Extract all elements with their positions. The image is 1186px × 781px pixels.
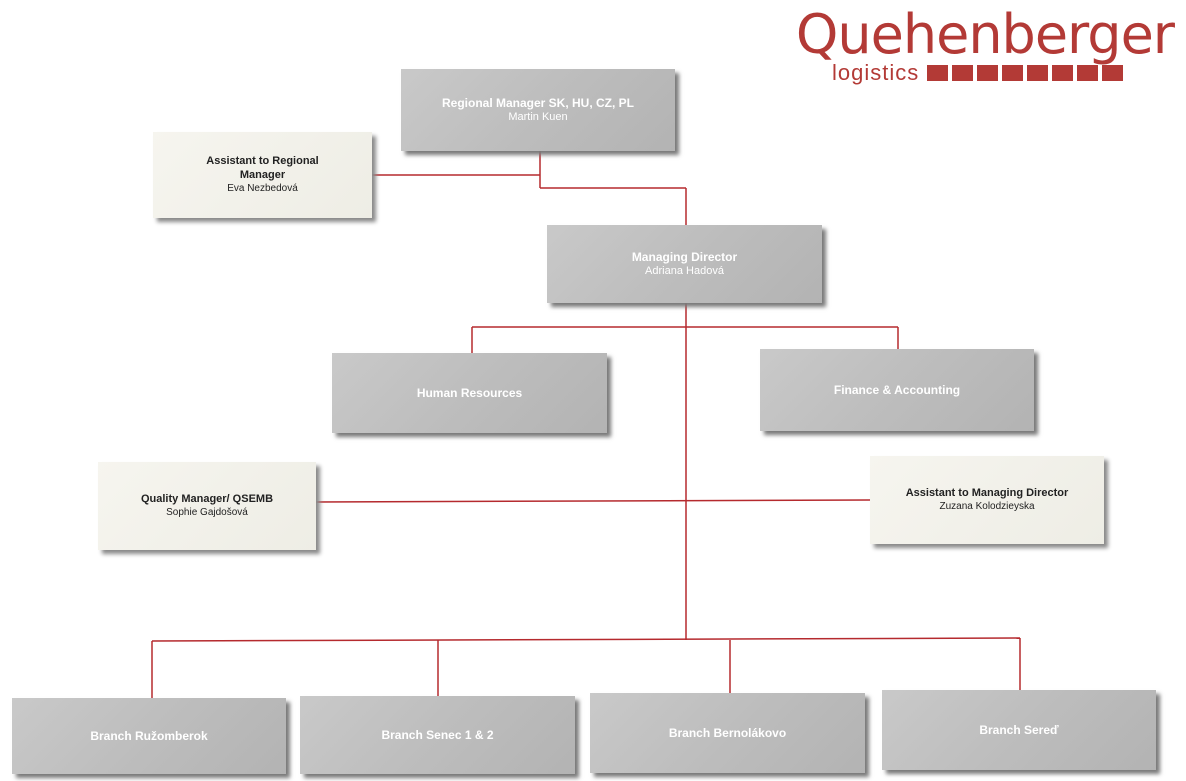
node-managing-director: Managing Director Adriana Hadová — [547, 225, 822, 303]
node-title: Assistant to Regional Manager — [206, 155, 319, 181]
logo-blocks — [927, 65, 1127, 81]
node-title: Managing Director — [631, 249, 738, 264]
logo-tagline-row: logistics — [832, 62, 1127, 84]
node-title: Branch Ružomberok — [90, 728, 208, 743]
node-title: Branch Senec 1 & 2 — [381, 727, 494, 742]
node-person: Martin Kuen — [508, 110, 568, 123]
node-title: Human Resources — [416, 385, 523, 400]
node-branch-ruzomberok: Branch Ružomberok — [12, 698, 286, 774]
node-title: Quality Manager/ QSEMB — [140, 492, 274, 505]
node-person: Sophie Gajdošová — [166, 506, 248, 518]
company-logo: Quehenberger logistics — [796, 8, 1175, 88]
node-branch-sered: Branch Sereď — [882, 690, 1156, 770]
connector-staff-bar — [315, 499, 871, 503]
node-title: Branch Sereď — [979, 722, 1059, 737]
connector-branch-bar — [151, 637, 1021, 642]
node-person: Eva Nezbedová — [227, 182, 298, 194]
node-human-resources: Human Resources — [332, 353, 607, 433]
node-title: Finance & Accounting — [833, 382, 961, 397]
logo-wordmark: Quehenberger — [795, 3, 1175, 66]
node-title: Branch Bernolákovo — [668, 725, 787, 740]
node-assistant-regional-manager: Assistant to Regional Manager Eva Nezbed… — [153, 132, 372, 218]
node-title: Assistant to Managing Director — [905, 486, 1069, 499]
node-finance-accounting: Finance & Accounting — [760, 349, 1034, 431]
node-assistant-managing-director: Assistant to Managing Director Zuzana Ko… — [870, 456, 1104, 544]
node-branch-bernolakovo: Branch Bernolákovo — [590, 693, 865, 773]
node-quality-manager: Quality Manager/ QSEMB Sophie Gajdošová — [98, 462, 316, 550]
node-person: Adriana Hadová — [645, 264, 724, 277]
node-title: Regional Manager SK, HU, CZ, PL — [441, 95, 635, 110]
node-person: Zuzana Kolodzieyska — [939, 500, 1035, 512]
node-regional-manager: Regional Manager SK, HU, CZ, PL Martin K… — [401, 69, 675, 151]
node-branch-senec: Branch Senec 1 & 2 — [300, 696, 575, 774]
logo-tagline: logistics — [832, 60, 920, 85]
